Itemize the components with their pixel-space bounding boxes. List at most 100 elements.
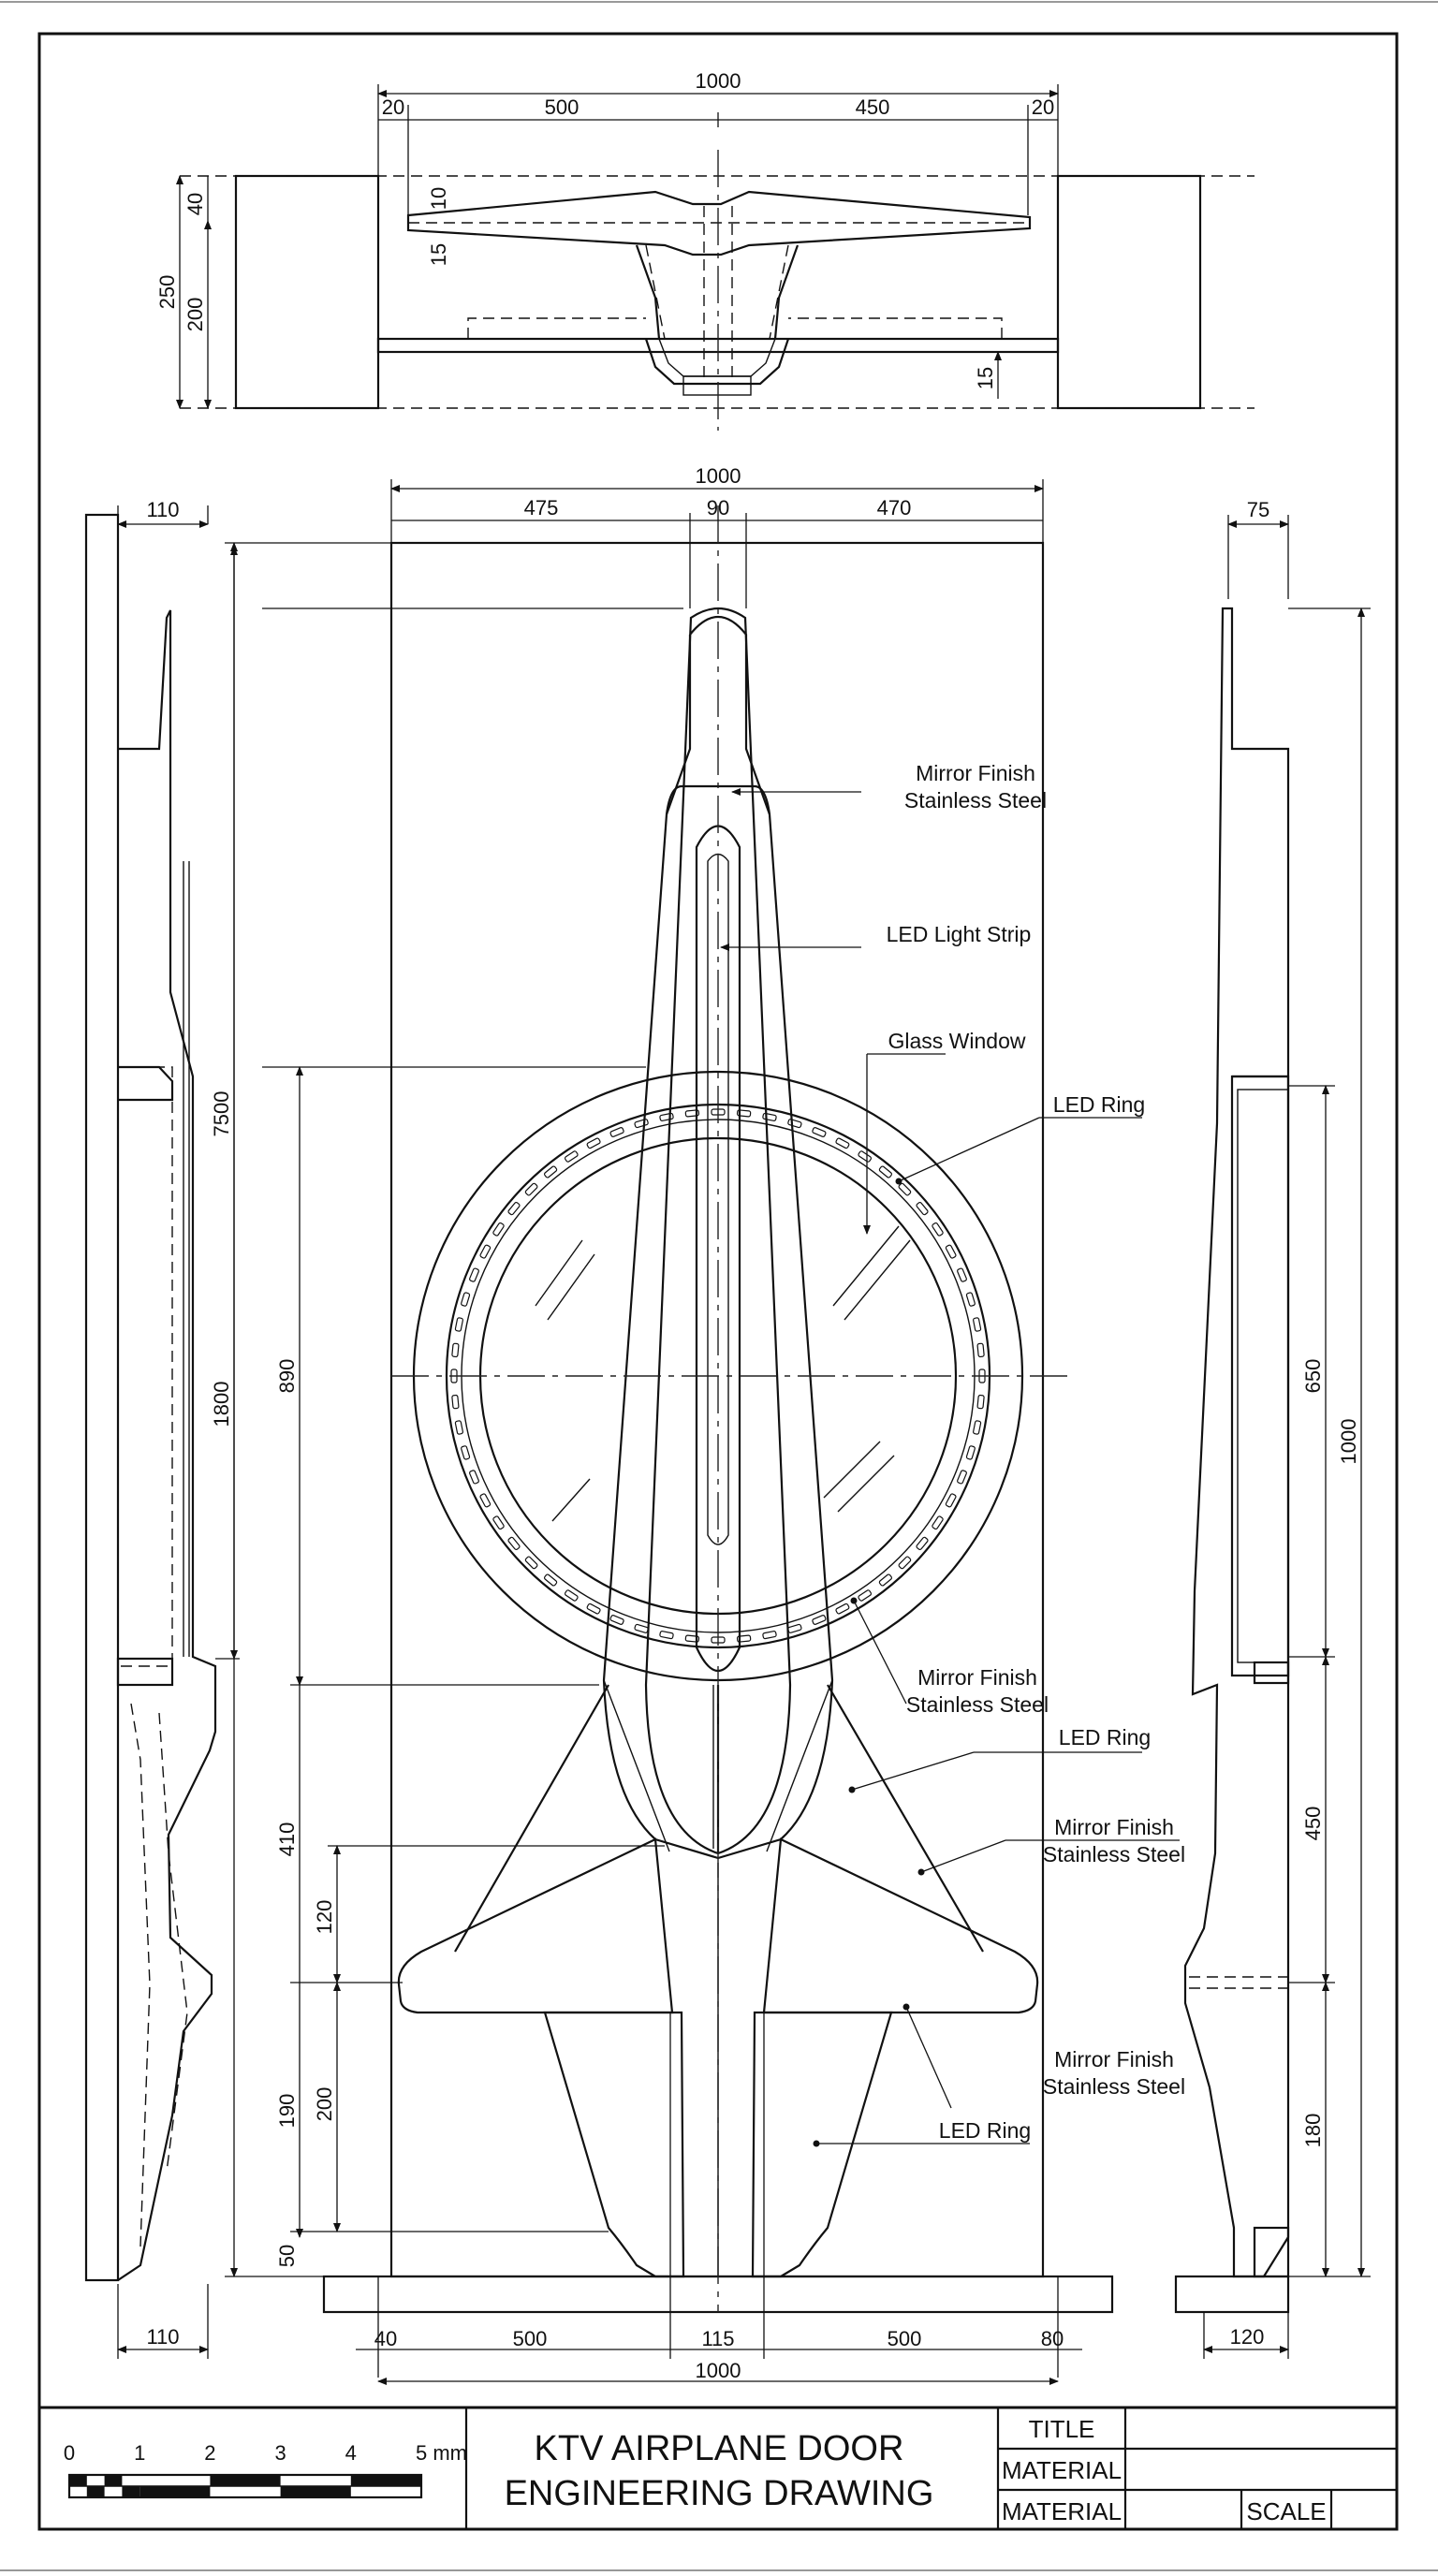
drawing-title-line1: KTV AIRPLANE DOOR bbox=[535, 2429, 904, 2468]
led-ring-dot bbox=[945, 1493, 957, 1508]
led-ring-dot bbox=[454, 1317, 463, 1332]
front-dim-top-right: 470 bbox=[877, 496, 912, 520]
led-ring-dot bbox=[451, 1342, 460, 1358]
top-dim-right-edge: 20 bbox=[1032, 95, 1054, 119]
led-ring-dot bbox=[451, 1394, 460, 1410]
led-ring-dot bbox=[454, 1420, 463, 1435]
led-ring-dot bbox=[878, 1573, 892, 1587]
scale-tick-label: 2 bbox=[204, 2441, 215, 2465]
led-ring-dot bbox=[976, 1342, 985, 1358]
led-ring-dot bbox=[564, 1150, 579, 1163]
top-dim-right: 450 bbox=[856, 95, 890, 119]
front-dim-window: 890 bbox=[275, 1359, 299, 1394]
front-dim-top-left: 475 bbox=[524, 496, 559, 520]
top-dim-left-edge: 20 bbox=[382, 95, 404, 119]
right-tail bbox=[751, 2011, 893, 2278]
top-dim-wing-thickness: 10 bbox=[427, 187, 450, 210]
top-dim-recess: 15 bbox=[974, 367, 997, 389]
led-ring-dot bbox=[965, 1445, 976, 1460]
right-dim-bottom-width: 120 bbox=[1230, 2325, 1265, 2349]
front-dim-base: 50 bbox=[275, 2245, 299, 2267]
front-dim-wing-offset: 120 bbox=[313, 1900, 336, 1935]
led-light-strip bbox=[707, 853, 729, 1545]
led-ring-dot bbox=[659, 1631, 674, 1640]
scale-tick-label: 1 bbox=[134, 2441, 145, 2465]
led-ring-dot bbox=[586, 1137, 601, 1149]
front-dim-top-overall: 1000 bbox=[696, 464, 741, 488]
front-dim-bottom-left-edge: 40 bbox=[374, 2327, 397, 2350]
field-material-2: MATERIAL bbox=[1002, 2497, 1122, 2525]
callout-led-strip: LED Light Strip bbox=[887, 922, 1032, 946]
led-ring-dot bbox=[965, 1292, 976, 1307]
led-ring-dot bbox=[469, 1470, 479, 1485]
led-ring-dot bbox=[973, 1317, 982, 1332]
callout-led-ring-2: LED Ring bbox=[1059, 1725, 1151, 1749]
led-ring-dot bbox=[564, 1589, 579, 1602]
scale-cell bbox=[86, 2486, 105, 2497]
right-dim-lower: 180 bbox=[1301, 2114, 1325, 2148]
front-dim-bottom-overall: 1000 bbox=[696, 2359, 741, 2382]
led-ring-dot bbox=[945, 1244, 957, 1259]
field-title: TITLE bbox=[1029, 2415, 1095, 2443]
led-ring-dot bbox=[976, 1394, 985, 1410]
scale-tick-label: 3 bbox=[274, 2441, 286, 2465]
led-ring-dot bbox=[973, 1420, 982, 1435]
led-ring-dot bbox=[916, 1536, 929, 1550]
led-ring-dot bbox=[544, 1165, 558, 1178]
drawing-title-line2: ENGINEERING DRAWING bbox=[505, 2474, 934, 2513]
front-dim-top-center: 90 bbox=[707, 496, 729, 520]
right-dim-upper: 650 bbox=[1301, 1359, 1325, 1394]
led-ring-dot bbox=[762, 1631, 777, 1640]
title-block: KTV AIRPLANE DOOR ENGINEERING DRAWING TI… bbox=[39, 2406, 1397, 2529]
left-dim-top-width: 110 bbox=[146, 498, 179, 521]
left-dim-bottom-width: 110 bbox=[146, 2325, 179, 2349]
left-tail bbox=[543, 2011, 685, 2278]
left-view-wall bbox=[84, 513, 120, 2282]
top-dim-overall: 1000 bbox=[696, 69, 741, 93]
scale-tick-label: 5 mm bbox=[416, 2441, 467, 2465]
led-ring-dot bbox=[469, 1267, 479, 1282]
led-ring-dot bbox=[586, 1603, 601, 1615]
led-ring-dot bbox=[878, 1165, 892, 1178]
front-dim-tail-height: 190 bbox=[275, 2094, 299, 2129]
left-wing bbox=[397, 1837, 674, 2014]
scale-cell bbox=[350, 2475, 421, 2486]
led-ring-dot bbox=[479, 1244, 492, 1259]
front-dim-bottom-left: 500 bbox=[513, 2327, 548, 2350]
led-strip-channel bbox=[695, 825, 741, 1673]
led-ring-dot bbox=[835, 1603, 850, 1615]
scale-cell bbox=[139, 2486, 211, 2497]
right-dim-middle: 450 bbox=[1301, 1807, 1325, 1841]
fuselage-inner bbox=[644, 607, 792, 1855]
left-dim-height: 7500 bbox=[210, 1091, 233, 1137]
drawing-border bbox=[37, 32, 1399, 2531]
front-dim-tail-offset: 200 bbox=[313, 2087, 336, 2122]
led-ring-dot bbox=[812, 1615, 827, 1625]
top-dim-height-body: 200 bbox=[183, 298, 207, 332]
led-ring-dot bbox=[507, 1536, 521, 1550]
led-ring-dot bbox=[898, 1556, 912, 1570]
top-dim-height-total: 250 bbox=[155, 275, 179, 310]
scale-tick-label: 0 bbox=[64, 2441, 75, 2465]
right-view-section bbox=[1183, 607, 1290, 2278]
led-ring-dot bbox=[479, 1493, 492, 1508]
led-ring-dot bbox=[544, 1573, 558, 1587]
led-ring-dot bbox=[507, 1202, 521, 1216]
front-dim-height-total: 1800 bbox=[210, 1382, 233, 1427]
front-view: 1800 890 410 120 200 190 50 1000 475 90 … bbox=[210, 464, 1185, 2385]
front-dim-bottom-right: 500 bbox=[888, 2327, 922, 2350]
right-dim-total: 1000 bbox=[1337, 1419, 1360, 1465]
callout-led-ring-1: LED Ring bbox=[1053, 1092, 1145, 1117]
led-ring-dot bbox=[932, 1515, 944, 1530]
left-side-view: 110 7500 110 bbox=[84, 498, 240, 2359]
led-ring-dot bbox=[524, 1556, 538, 1570]
front-dim-bottom-right-edge: 80 bbox=[1041, 2327, 1064, 2350]
led-ring-dot bbox=[461, 1292, 471, 1307]
led-ring-dot bbox=[461, 1445, 471, 1460]
led-ring-dot bbox=[492, 1515, 505, 1530]
led-ring-dot bbox=[812, 1127, 827, 1137]
